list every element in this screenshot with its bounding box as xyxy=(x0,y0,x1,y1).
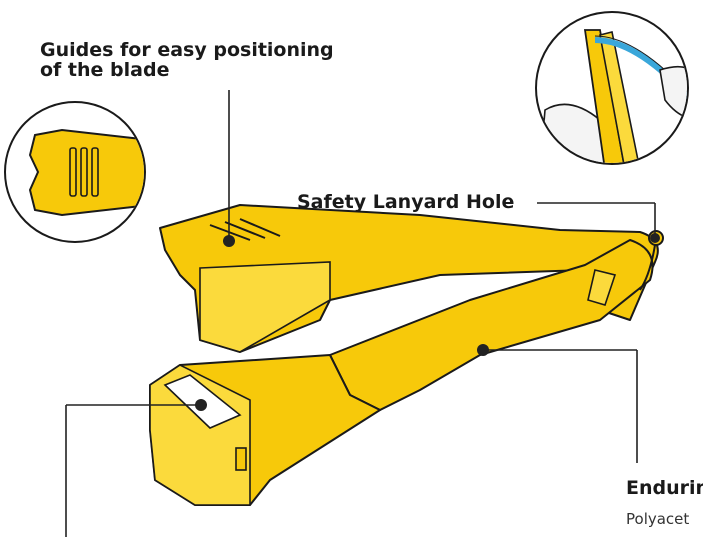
leader-lanyard xyxy=(537,202,660,243)
guides-label-line2: of the blade xyxy=(40,59,170,81)
leader-enduring xyxy=(477,344,638,463)
leader-blade xyxy=(65,399,207,537)
enduring-label: Endurin xyxy=(626,477,703,499)
cutter-body xyxy=(149,204,664,506)
leader-guides xyxy=(223,90,235,247)
blade-guides-closeup-icon xyxy=(4,101,146,243)
guides-label-line1: Guides for easy positioning xyxy=(40,39,334,61)
hand-holding-lanyard-icon xyxy=(535,11,689,165)
enduring-sublabel: Polyacet xyxy=(626,510,690,528)
lanyard-label: Safety Lanyard Hole xyxy=(297,191,515,213)
